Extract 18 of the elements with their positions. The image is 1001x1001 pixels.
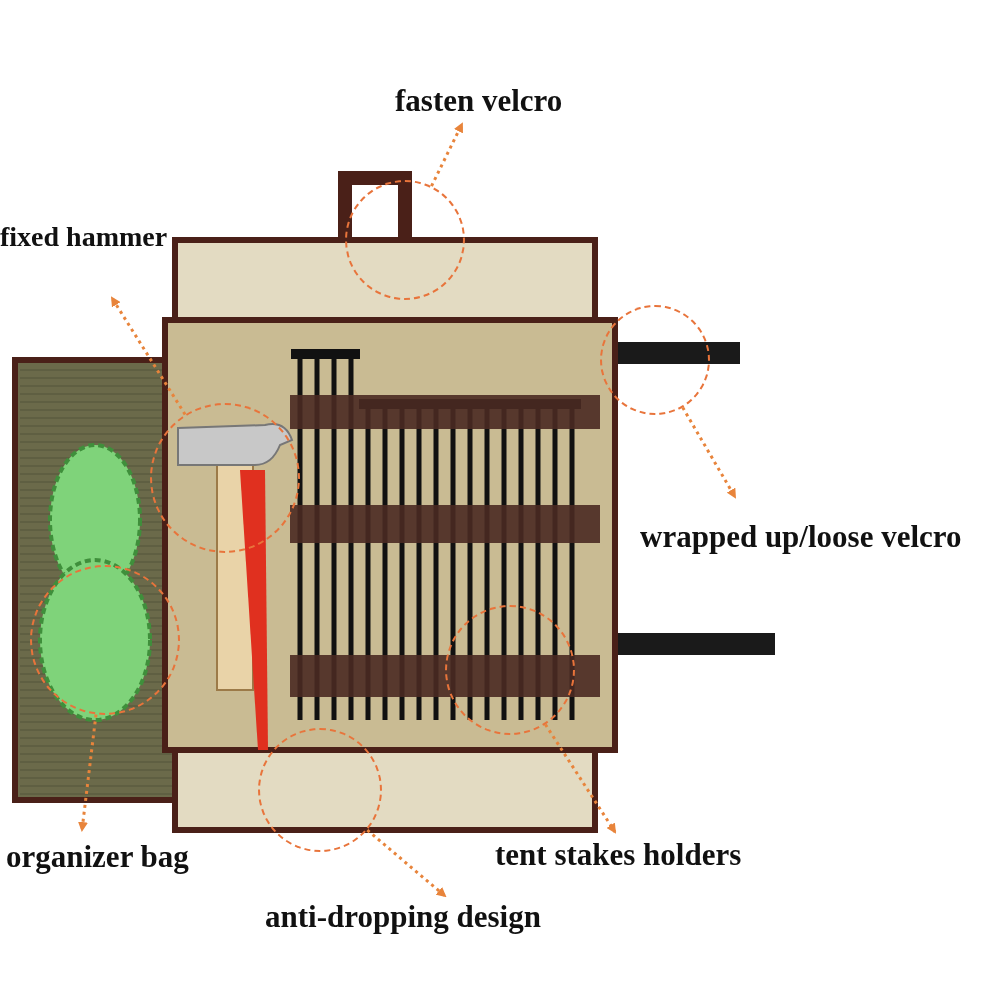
callout-label: fasten velcro [395, 84, 563, 119]
leader-arrow [110, 296, 187, 416]
callout-label: wrapped up/loose velcro [640, 520, 962, 555]
leader-arrow [430, 122, 464, 187]
highlight-circle [345, 180, 465, 300]
highlight-circle [600, 305, 710, 415]
callout-label: fixed hammer [0, 222, 168, 253]
callout-label: tent stakes holders [495, 838, 742, 873]
callout-label: anti-dropping design [265, 900, 541, 935]
highlight-circle [258, 728, 382, 852]
leader-arrow [681, 406, 737, 499]
highlight-circle [150, 403, 300, 553]
leader-arrow [544, 723, 617, 834]
highlight-circle [30, 565, 180, 715]
callout-label: organizer bag [6, 840, 189, 875]
leader-arrow [366, 828, 447, 898]
leader-arrow [78, 714, 98, 832]
highlight-circle [445, 605, 575, 735]
